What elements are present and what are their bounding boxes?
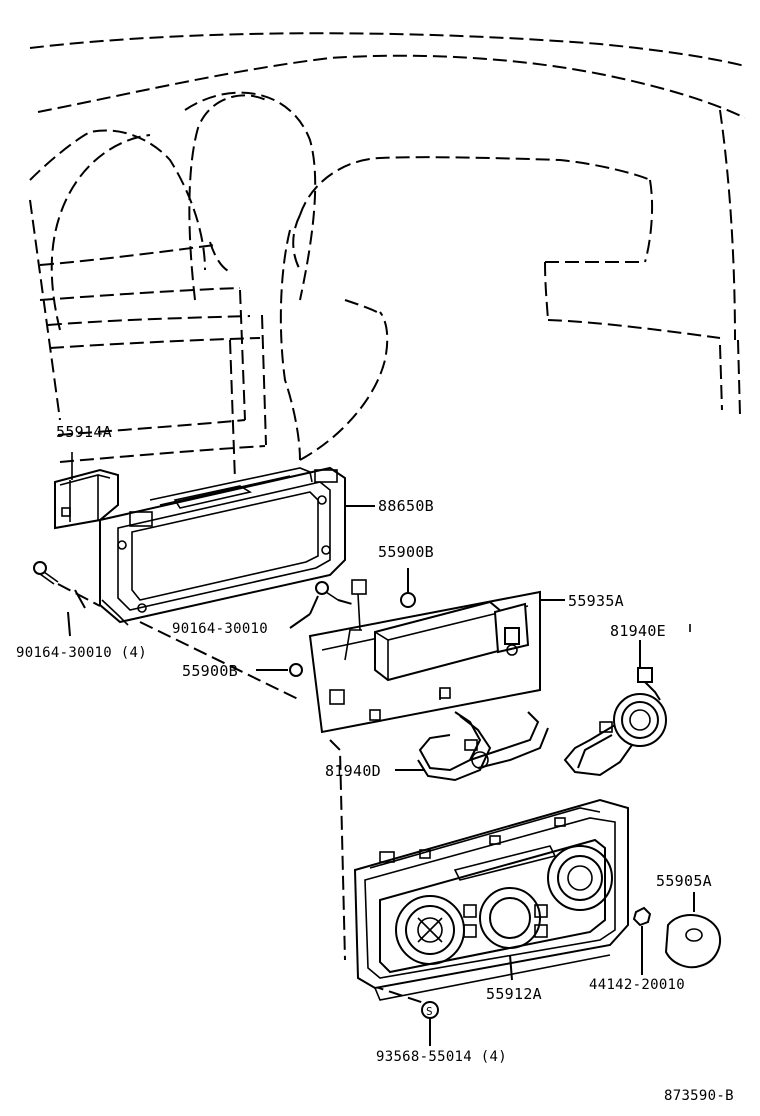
label-81940D: 81940D [325, 762, 381, 780]
label-55900B-mid: 55900B [182, 662, 238, 680]
assembly-line-3 [369, 984, 431, 1006]
cable-81940E [563, 624, 691, 777]
screw-90164-left [33, 561, 101, 637]
label-55905A: 55905A [656, 872, 712, 890]
screw-90164-mid [289, 581, 353, 629]
screw-93568: S [421, 1001, 439, 1046]
label-55914A: 55914A [56, 423, 112, 441]
assembly-line-2 [329, 739, 346, 961]
label-44142-20010: 44142-20010 [589, 977, 686, 993]
svg-text:S: S [426, 1005, 433, 1018]
clip-55900B-top [400, 568, 416, 608]
clip-55900B-mid [256, 663, 303, 677]
dashboard-outline [29, 32, 746, 481]
knob-55905A [664, 892, 721, 969]
control-unit-55935A [308, 579, 565, 734]
label-88650B: 88650B [378, 497, 434, 515]
cable-81940D [395, 711, 549, 782]
label-90164-30010-4: 90164-30010 (4) [16, 645, 147, 661]
label-93568-55014-4: 93568-55014 (4) [376, 1049, 507, 1065]
label-55912A: 55912A [486, 985, 542, 1003]
catalog-number: 873590-B [664, 1088, 734, 1104]
assembly-line-1 [139, 621, 301, 701]
label-81940E: 81940E [610, 622, 666, 640]
bracket-55914A [54, 452, 119, 530]
nut-44142 [632, 906, 652, 975]
label-55900B-top: 55900B [378, 543, 434, 561]
label-90164-30010: 90164-30010 [172, 621, 269, 637]
label-55935A: 55935A [568, 592, 624, 610]
panel-55912A [353, 798, 629, 1001]
display-88650B [99, 466, 375, 626]
